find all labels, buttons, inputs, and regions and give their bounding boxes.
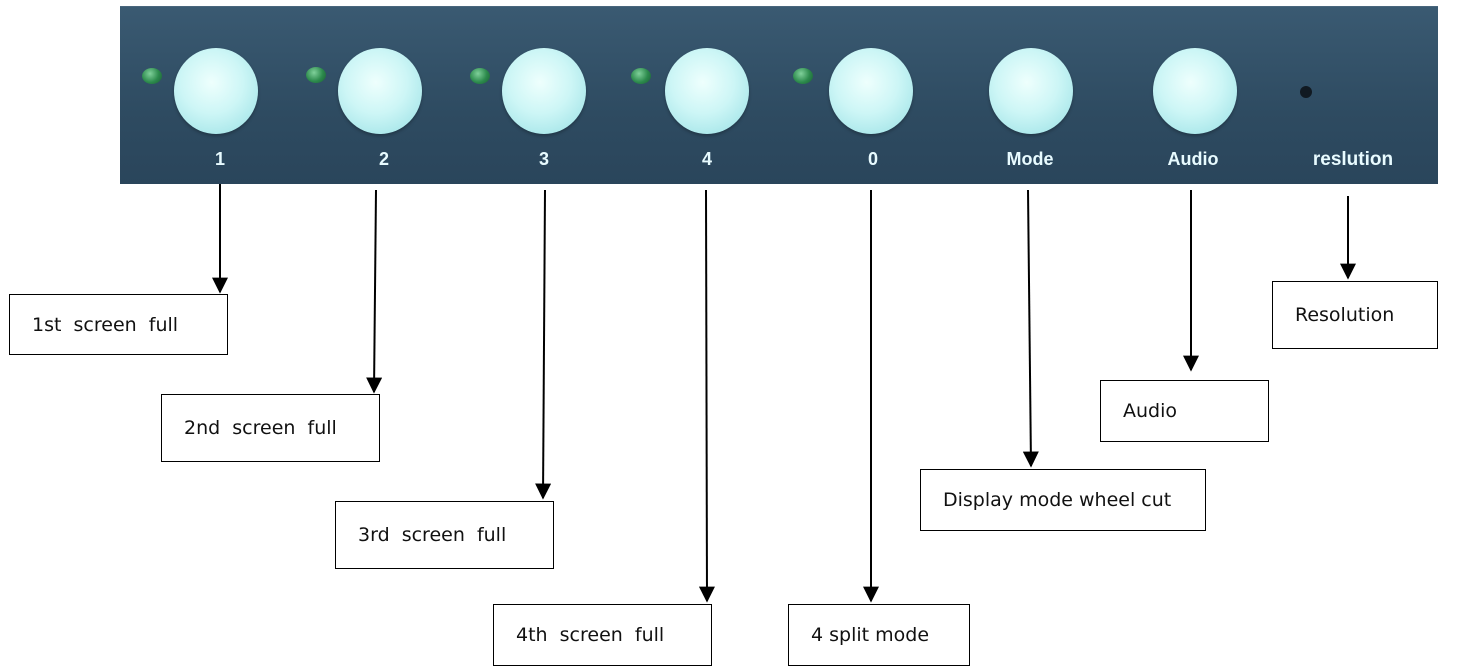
button-1[interactable] [174, 48, 258, 134]
button-label-audio: Audio [1167, 149, 1219, 169]
indicator-led-0 [793, 68, 813, 84]
button-3[interactable] [502, 48, 586, 134]
indicator-led-1 [142, 68, 162, 84]
callout-display-mode-wheel-cut: Display mode wheel cut [920, 469, 1206, 531]
button-0[interactable] [829, 48, 913, 134]
arrow-3 [535, 189, 552, 500]
control-panel: 1 2 3 4 0 Mode Audio reslution [120, 6, 1438, 184]
button-label-2: 2 [378, 149, 389, 169]
callout-2nd-screen-full: 2nd screen full [161, 394, 380, 462]
resolution-hole[interactable] [1300, 86, 1312, 98]
callout-4-split-mode: 4 split mode [788, 604, 970, 666]
button-label-0: 0 [867, 149, 878, 169]
resolution-label: reslution [1312, 149, 1394, 170]
button-label-3: 3 [538, 149, 549, 169]
callout-audio: Audio [1100, 380, 1269, 442]
button-label-4: 4 [701, 149, 712, 169]
callout-1st-screen-full: 1st screen full [9, 294, 228, 355]
arrow-2 [366, 189, 383, 394]
indicator-led-2 [306, 67, 326, 83]
arrow-4 [698, 189, 715, 603]
callout-3rd-screen-full: 3rd screen full [335, 501, 554, 569]
button-label-mode: Mode [1006, 149, 1054, 169]
button-label-1: 1 [214, 149, 225, 169]
arrow-mode [1022, 189, 1039, 468]
mode-button[interactable] [989, 48, 1073, 134]
button-4[interactable] [665, 48, 749, 134]
button-2[interactable] [338, 48, 422, 134]
callout-4th-screen-full: 4th screen full [493, 604, 712, 666]
indicator-led-4 [631, 68, 651, 84]
indicator-led-3 [470, 68, 490, 84]
audio-button[interactable] [1153, 48, 1237, 134]
callout-resolution: Resolution [1272, 281, 1438, 349]
